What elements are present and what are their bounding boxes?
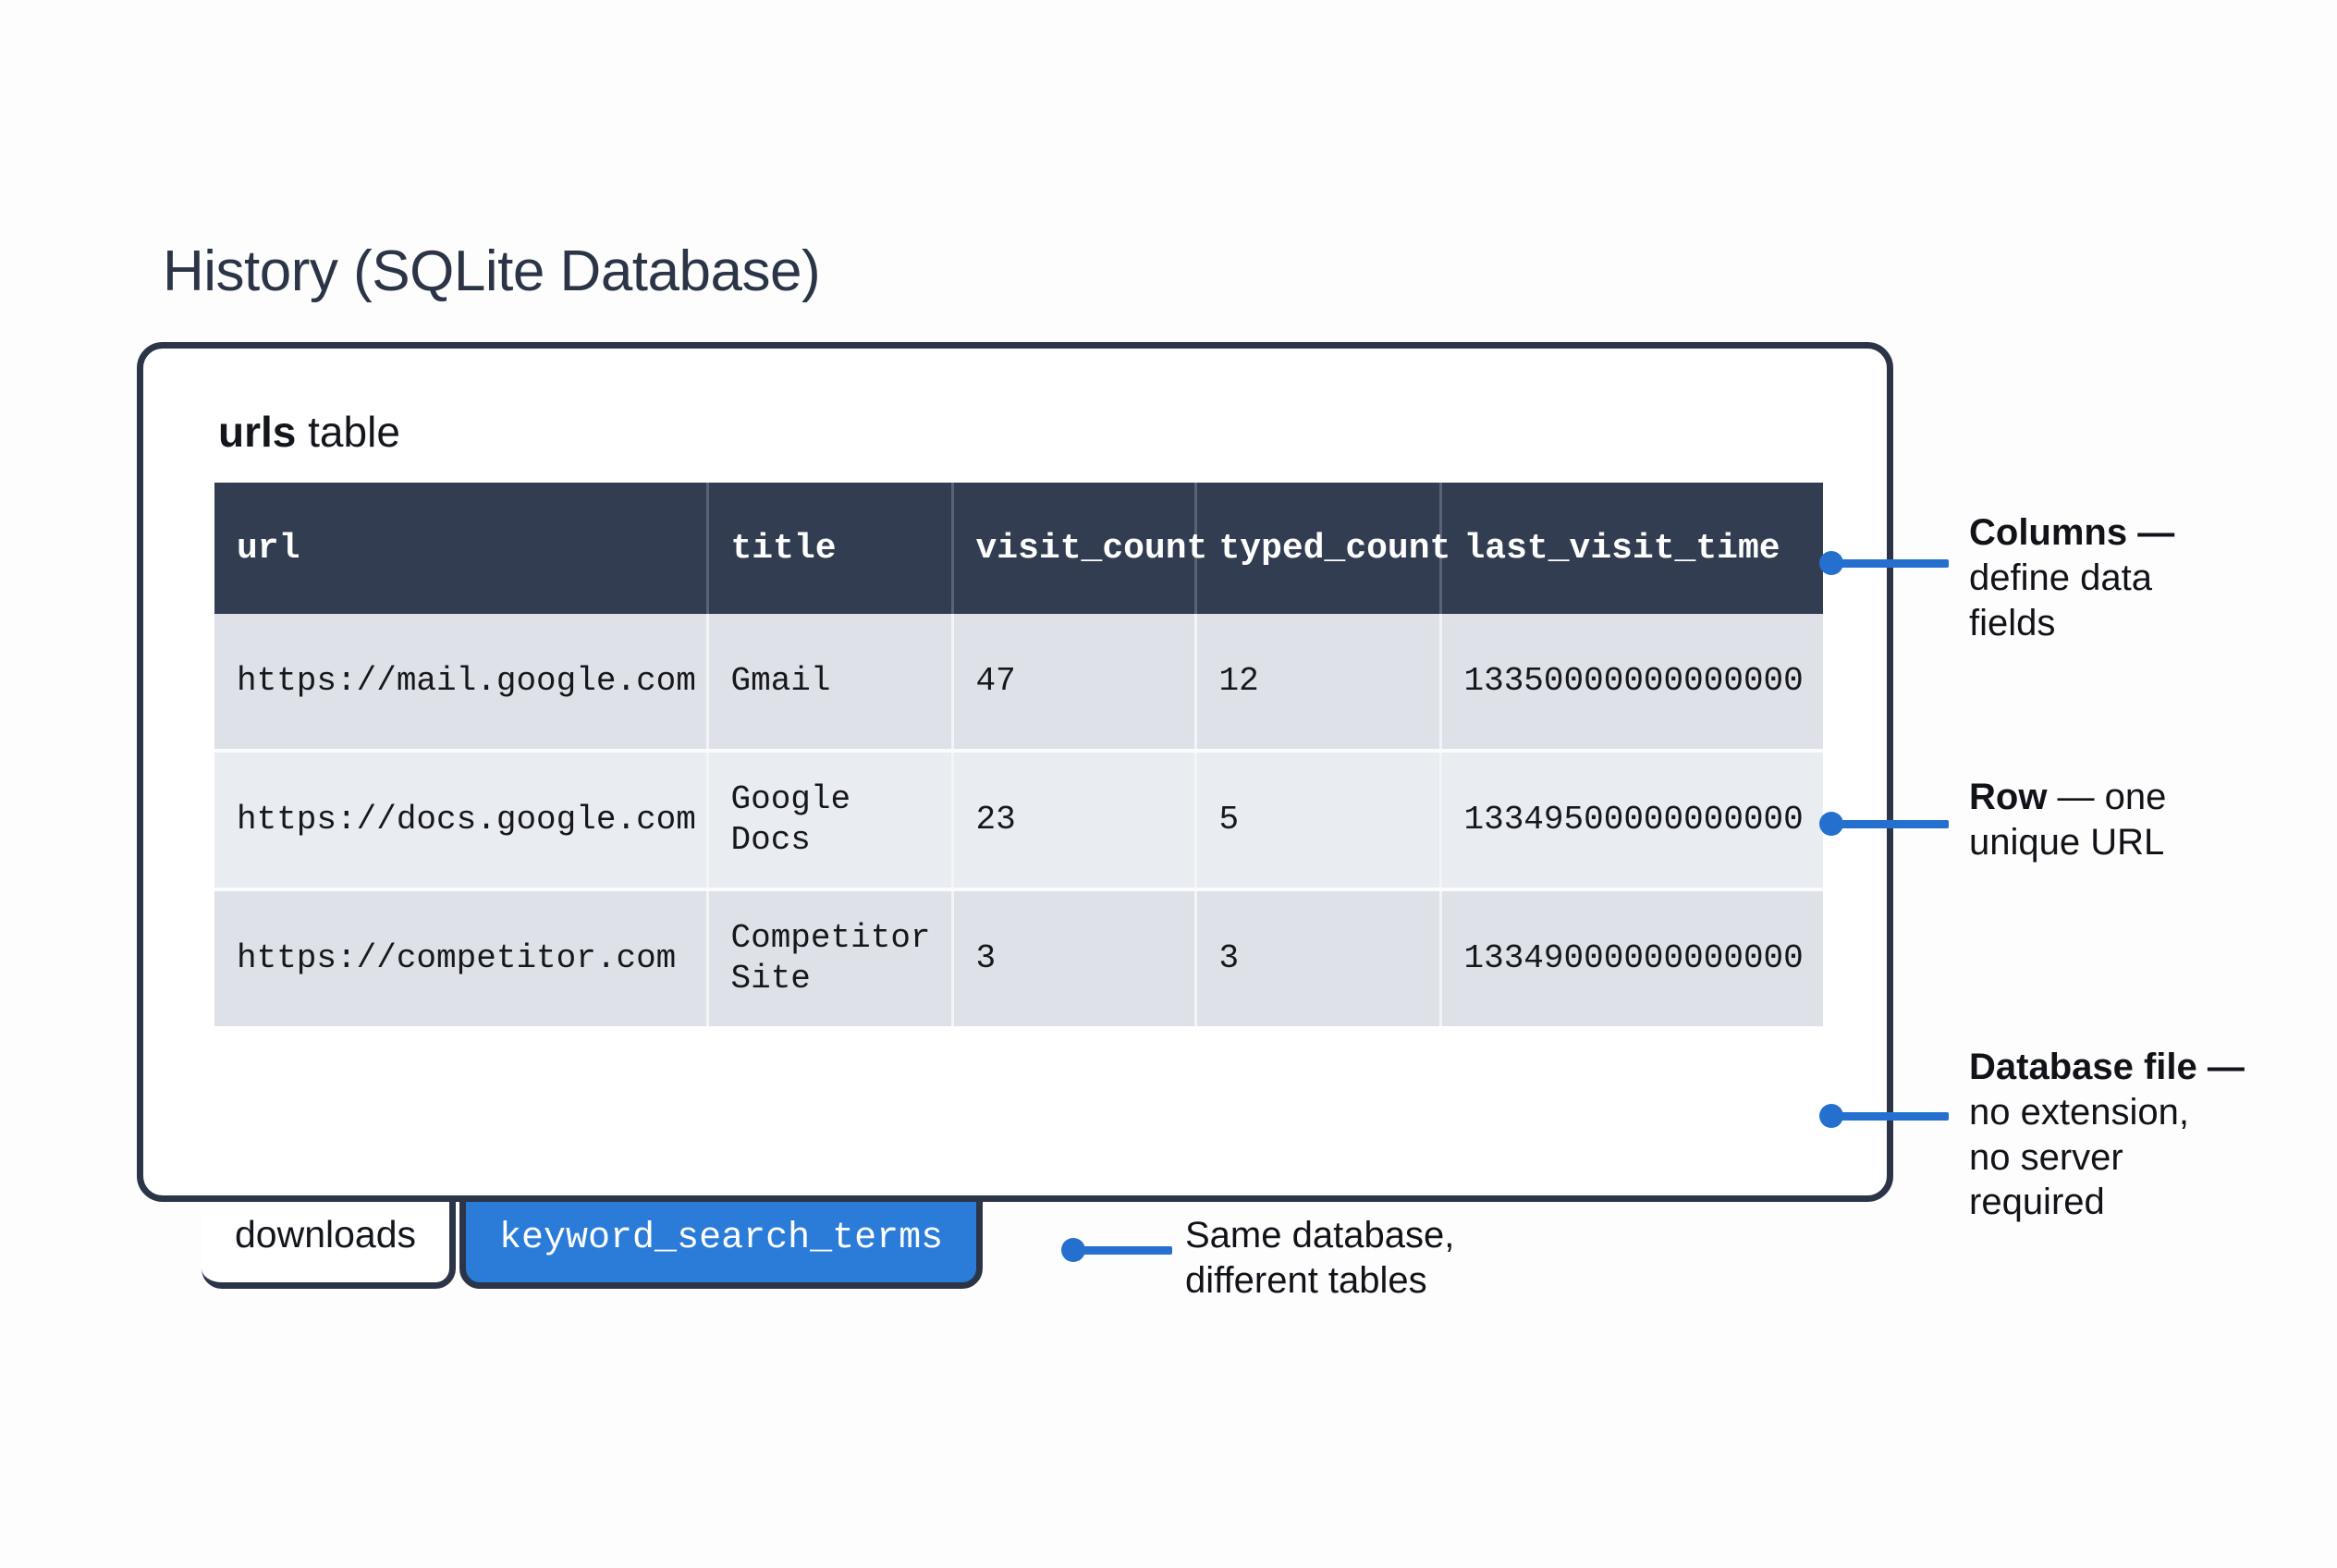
- page-title: History (SQLite Database): [163, 239, 821, 303]
- connector-row: [1819, 812, 1949, 836]
- column-header-title[interactable]: title: [707, 483, 954, 614]
- connector-database-file: [1819, 1104, 1949, 1128]
- cell-text: 13350000000000000: [1463, 662, 1804, 701]
- annotation-row: Row — one unique URL: [1969, 775, 2166, 865]
- tab-label: keyword_search_terms: [499, 1217, 944, 1259]
- cell-typed-count: 3: [1195, 889, 1442, 1026]
- cell-text: 23: [975, 801, 1016, 839]
- cell-last-visit-time: 13349500000000000: [1440, 751, 1823, 889]
- column-header-typed-count[interactable]: typed_count: [1195, 483, 1450, 614]
- connector-tables: [1061, 1238, 1172, 1262]
- annotation-body: Same database, different tables: [1185, 1215, 1455, 1301]
- cell-text: 3: [975, 939, 997, 978]
- cell-text: 3: [1218, 939, 1240, 978]
- cell-text: Google Docs: [730, 780, 851, 859]
- cell-text: Competitor Site: [730, 919, 931, 998]
- urls-table-caption-light: table: [296, 408, 400, 456]
- annotation-database-file: Database file —no extension, no server r…: [1969, 1045, 2245, 1225]
- cell-visit-count: 3: [952, 889, 1197, 1026]
- table-tab-bar: downloads keyword_search_terms: [202, 1187, 984, 1296]
- annotation-title: Database file —: [1969, 1047, 2245, 1087]
- connector-line: [1829, 1112, 1949, 1121]
- cell-text: Gmail: [730, 662, 831, 701]
- annotation-title: Columns —: [1969, 512, 2175, 553]
- cell-text: https://competitor.com: [237, 939, 677, 978]
- annotation-body: define data fields: [1969, 557, 2152, 643]
- cell-typed-count: 12: [1195, 614, 1442, 751]
- connector-line: [1829, 559, 1949, 568]
- cell-url: https://docs.google.com: [214, 751, 709, 889]
- cell-text: 12: [1218, 662, 1259, 701]
- column-header-visit-count[interactable]: visit_count: [952, 483, 1207, 614]
- cell-text: https://mail.google.com: [237, 662, 696, 701]
- annotation-body: — one unique URL: [1969, 777, 2167, 863]
- annotation-title: Row: [1969, 777, 2048, 817]
- annotation-columns: Columns —define data fields: [1969, 510, 2174, 645]
- column-header-url[interactable]: url: [214, 483, 709, 614]
- cell-url: https://mail.google.com: [214, 614, 709, 751]
- cell-text: 5: [1218, 801, 1240, 839]
- cell-title: Competitor Site: [707, 889, 954, 1026]
- cell-text: 13349000000000000: [1463, 939, 1804, 978]
- tab-downloads[interactable]: downloads: [202, 1187, 457, 1289]
- table-header-row: url title visit_count typed_count last_v…: [214, 483, 1823, 614]
- table-row[interactable]: https://competitor.com Competitor Site 3…: [214, 889, 1823, 1026]
- cell-last-visit-time: 13350000000000000: [1440, 614, 1823, 751]
- tab-keyword-search-terms[interactable]: keyword_search_terms: [459, 1187, 984, 1289]
- cell-url: https://competitor.com: [214, 889, 709, 1026]
- connector-line: [1071, 1246, 1172, 1255]
- cell-title: Google Docs: [707, 751, 954, 889]
- cell-visit-count: 47: [952, 614, 1197, 751]
- tab-label: downloads: [235, 1213, 417, 1256]
- annotation-tables: Same database, different tables: [1185, 1213, 1454, 1304]
- cell-text: 47: [975, 662, 1016, 701]
- cell-text: https://docs.google.com: [237, 801, 696, 839]
- cell-text: 13349500000000000: [1463, 801, 1804, 839]
- cell-typed-count: 5: [1195, 751, 1442, 889]
- connector-line: [1829, 820, 1949, 828]
- urls-table-caption-strong: urls: [218, 408, 297, 456]
- column-header-last-visit-time[interactable]: last_visit_time: [1440, 483, 1823, 614]
- table-row[interactable]: https://mail.google.com Gmail 47 12 1335…: [214, 614, 1823, 751]
- urls-table-caption: urls table: [218, 407, 400, 457]
- cell-visit-count: 23: [952, 751, 1197, 889]
- cell-title: Gmail: [707, 614, 954, 751]
- urls-table: url title visit_count typed_count last_v…: [214, 483, 1823, 1026]
- connector-columns: [1819, 551, 1949, 575]
- annotation-body: no extension, no server required: [1969, 1091, 2189, 1223]
- cell-last-visit-time: 13349000000000000: [1440, 889, 1823, 1026]
- table-row[interactable]: https://docs.google.com Google Docs 23 5…: [214, 751, 1823, 889]
